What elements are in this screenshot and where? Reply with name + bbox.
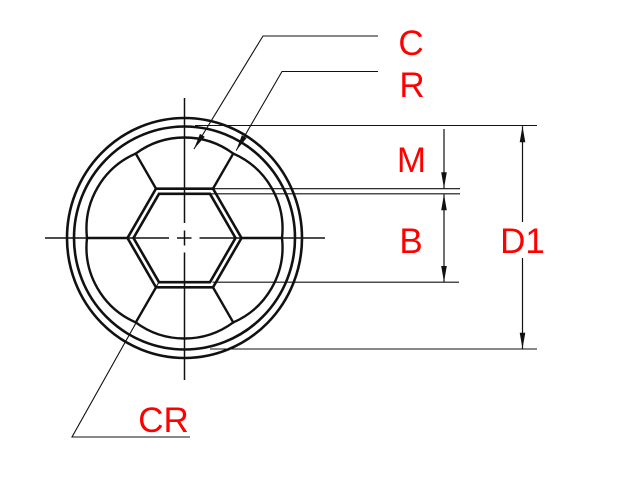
label-d1: D1: [500, 222, 545, 261]
head-chamfer-circle: [72, 125, 297, 351]
label-c: C: [398, 24, 423, 63]
label-m: M: [397, 141, 426, 180]
label-r: R: [399, 66, 424, 105]
label-b: B: [399, 222, 422, 261]
vertex-radial-lines: [85, 152, 284, 324]
label-cr: CR: [138, 401, 189, 440]
outer-head-circle: [65, 116, 304, 360]
leader-line-r: [235, 70, 378, 151]
leader-line-cr: [71, 280, 190, 438]
leader-line-c: [193, 35, 378, 150]
